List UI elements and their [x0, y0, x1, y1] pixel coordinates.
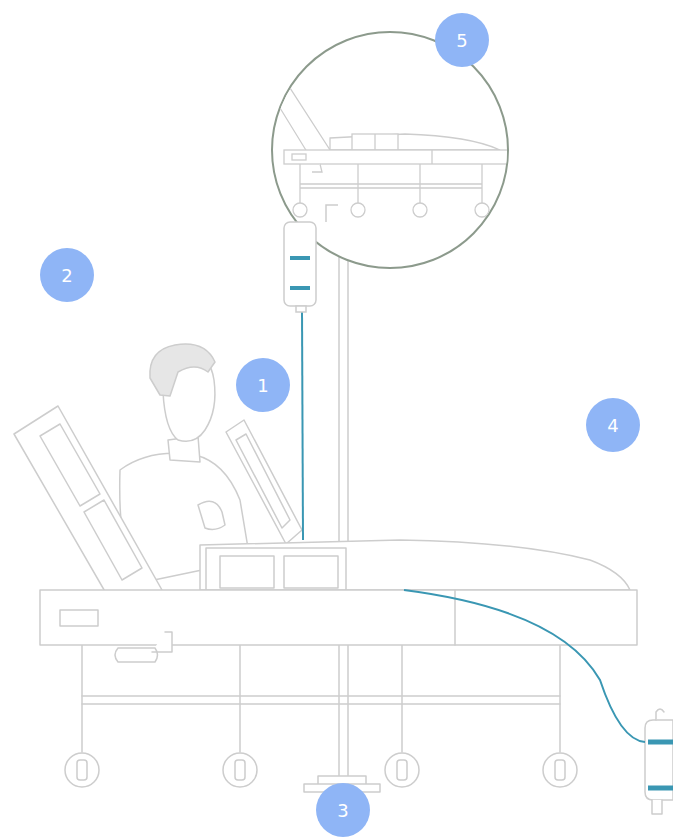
inset-rail — [352, 134, 398, 150]
inset-wheel — [293, 203, 307, 217]
callout-number: 1 — [236, 358, 290, 412]
bed-leg — [401, 645, 403, 752]
iv-pole — [347, 200, 349, 782]
inset-wheel — [413, 203, 427, 217]
inset-wheel — [351, 203, 365, 217]
iv-bag-band — [290, 256, 310, 260]
iv-bag-body — [284, 222, 316, 306]
iv-bag-port — [296, 306, 306, 312]
inset-bed-bar — [300, 183, 482, 184]
inset-deck-divider — [431, 150, 432, 164]
drainage-bag — [645, 720, 673, 800]
iv-bag — [284, 205, 338, 312]
inset-wheel — [475, 203, 489, 217]
callout-number: 5 — [435, 13, 489, 67]
callout-number: 2 — [40, 248, 94, 302]
blanket — [200, 540, 630, 590]
bed-frame-bar — [82, 695, 560, 697]
bed-wheel — [65, 753, 99, 787]
side-rail-panel — [220, 556, 274, 588]
wheel-hub — [555, 760, 565, 780]
bed-remote — [115, 632, 172, 662]
callout-number: 3 — [316, 783, 370, 837]
wheel-hub — [235, 760, 245, 780]
bed-backrest — [14, 406, 162, 614]
patient-hand — [198, 501, 225, 529]
bed-wheel — [385, 753, 419, 787]
inset-bed-bar — [300, 187, 482, 188]
drainage-bag-band — [648, 740, 673, 745]
iv-bag-band — [290, 286, 310, 290]
patient-hair — [150, 344, 215, 396]
catheter-tube — [404, 590, 645, 742]
backrest-panel — [84, 500, 142, 580]
bed-deck — [40, 590, 637, 645]
side-rail-panel — [284, 556, 338, 588]
bed-leg — [559, 645, 561, 752]
callout-number: 4 — [586, 398, 640, 452]
bed-leg — [239, 645, 241, 752]
inset-control — [292, 154, 306, 160]
drainage-bag-band — [648, 786, 673, 791]
iv-hook — [326, 205, 338, 222]
bed-group — [14, 200, 673, 814]
iv-tube — [302, 310, 303, 540]
bed-control-panel — [60, 610, 98, 626]
inset-deck — [284, 150, 510, 164]
bed-wheel — [543, 753, 577, 787]
inset-mattress — [330, 134, 500, 150]
drainage-bag-valve — [652, 800, 662, 814]
inset-bed — [272, 85, 510, 217]
inset-rail-divider — [374, 134, 375, 150]
iv-pole — [338, 200, 340, 782]
wheel-hub — [77, 760, 87, 780]
drainage-bag-hook — [656, 709, 664, 720]
backrest-panel — [40, 424, 100, 506]
tubing — [302, 310, 673, 788]
bed-frame-bar — [82, 703, 560, 705]
bed-leg — [81, 645, 83, 752]
inset-backrest — [272, 85, 330, 160]
wheel-hub — [397, 760, 407, 780]
side-rail — [206, 548, 346, 590]
bed-side-panel — [236, 434, 290, 528]
bed-wheel — [223, 753, 257, 787]
inset-remote — [312, 164, 322, 172]
